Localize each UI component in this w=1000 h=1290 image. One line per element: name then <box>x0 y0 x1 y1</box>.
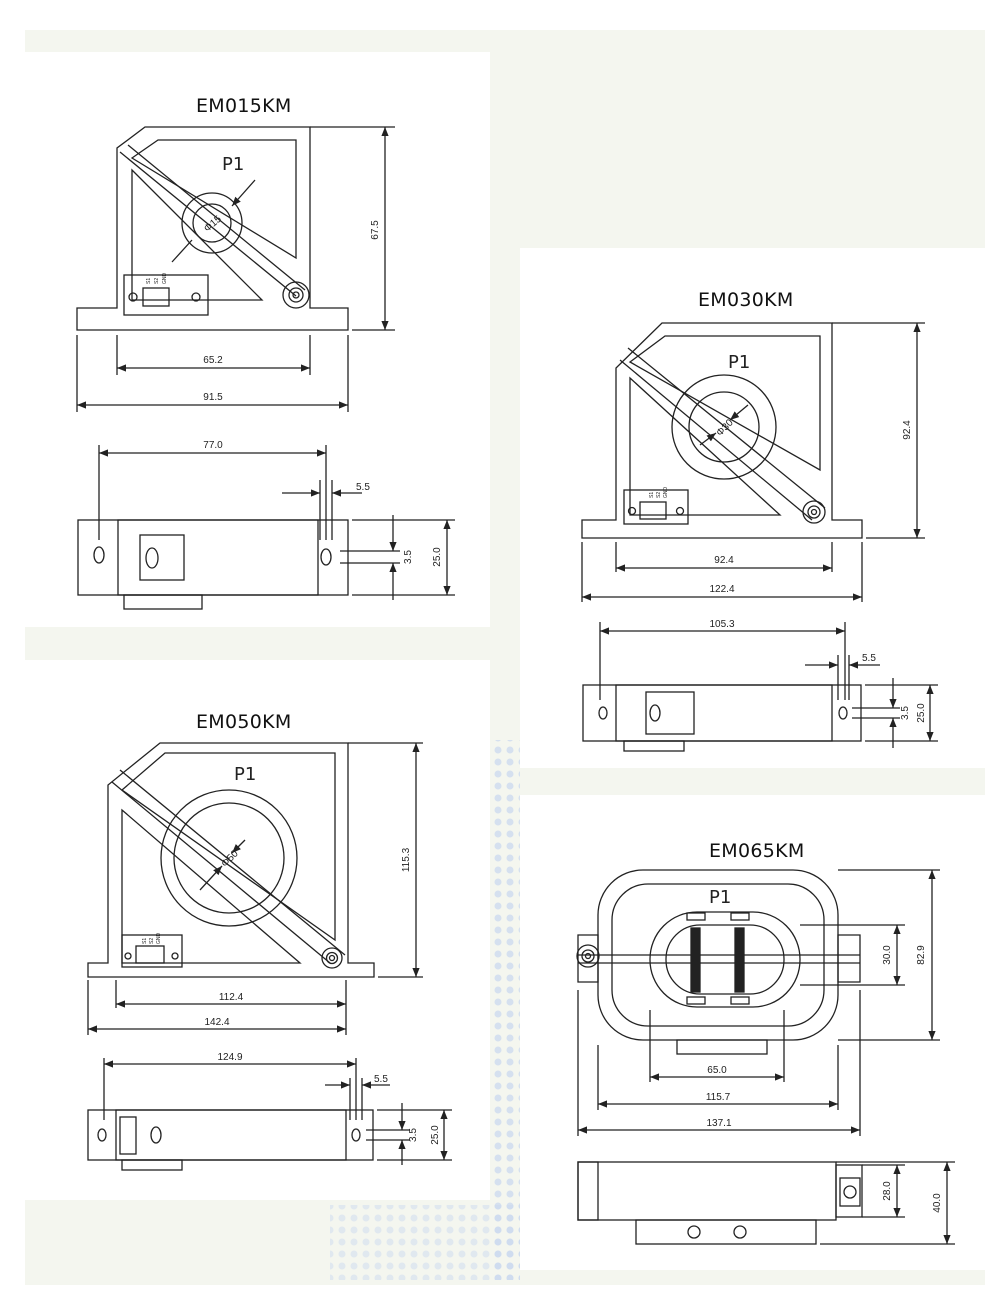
em065km-front-view <box>576 869 940 1136</box>
em050km-length-dim: 124.9 <box>217 1052 242 1063</box>
em030km-p1-label: P1 <box>728 352 750 373</box>
em015km-gap-dim: 5.5 <box>356 482 370 493</box>
em030km-height-dim: 92.4 <box>902 420 913 440</box>
em065km-width-inner-dim: 115.7 <box>706 1092 731 1103</box>
em030km-width-outer-dim: 122.4 <box>709 584 734 595</box>
em065km-p1-label: P1 <box>709 887 731 908</box>
em065km-width-hole-dim: 65.0 <box>707 1065 727 1076</box>
em050km-height-dim: 115.3 <box>401 847 412 872</box>
em050km-p1-label: P1 <box>234 764 256 785</box>
em030km-width-inner-dim: 92.4 <box>714 555 734 566</box>
em065km-side-height-inner-dim: 28.0 <box>882 1181 893 1201</box>
em065km-height-dim: 82.9 <box>916 945 927 965</box>
em015km-width-outer-dim: 91.5 <box>203 392 223 403</box>
em050km-front-view <box>87 742 423 1035</box>
em050km-width-inner-dim: 112.4 <box>219 992 244 1003</box>
em015km-front-view <box>76 126 395 412</box>
em050km-slot-dim: 3.5 <box>408 1128 419 1142</box>
decorative-dots <box>492 740 520 1280</box>
decorative-dots <box>330 1205 520 1280</box>
em015km-terminal-gnd: GND <box>162 273 168 285</box>
em030km-thickness-dim: 25.0 <box>916 703 927 723</box>
panel-em030km <box>520 248 985 768</box>
em050km-width-outer-dim: 142.4 <box>204 1017 229 1028</box>
model-title-em015km: EM015KM <box>196 95 292 117</box>
model-title-em030km: EM030KM <box>698 289 794 311</box>
em050km-gap-dim: 5.5 <box>374 1074 388 1085</box>
em050km-terminal-gnd: GND <box>156 933 162 945</box>
em030km-side-view <box>582 622 938 752</box>
em030km-front-view <box>581 322 925 602</box>
em030km-slot-dim: 3.5 <box>900 706 911 720</box>
em015km-p1-label: P1 <box>222 154 244 175</box>
em065km-side-view <box>577 1161 955 1245</box>
em030km-terminal-s1: S1 <box>649 492 655 498</box>
model-title-em050km: EM050KM <box>196 711 292 733</box>
panel-em015km <box>25 52 490 627</box>
em015km-hole-label: Φ15 <box>202 214 224 235</box>
em015km-side-view <box>77 445 455 610</box>
em030km-length-dim: 105.3 <box>709 619 734 630</box>
em015km-terminal-s1: S1 <box>146 278 152 284</box>
em050km-thickness-dim: 25.0 <box>430 1125 441 1145</box>
em015km-terminal-s2: S2 <box>154 278 160 284</box>
em030km-terminal-s2: S2 <box>656 492 662 498</box>
em015km-slot-dim: 3.5 <box>403 550 414 564</box>
em050km-terminal-s2: S2 <box>149 938 155 944</box>
em015km-width-inner-dim: 65.2 <box>203 355 223 366</box>
em050km-side-view <box>87 1058 452 1171</box>
em015km-thickness-dim: 25.0 <box>432 547 443 567</box>
em030km-terminal-gnd: GND <box>663 487 669 499</box>
model-title-em065km: EM065KM <box>709 840 805 862</box>
em050km-terminal-s1: S1 <box>142 938 148 944</box>
em065km-hole-height-dim: 30.0 <box>882 945 893 965</box>
em015km-height-dim: 67.5 <box>370 220 381 240</box>
em015km-length-dim: 77.0 <box>203 440 223 451</box>
em065km-width-outer-dim: 137.1 <box>706 1118 731 1129</box>
em065km-side-height-outer-dim: 40.0 <box>932 1193 943 1213</box>
em030km-gap-dim: 5.5 <box>862 653 876 664</box>
